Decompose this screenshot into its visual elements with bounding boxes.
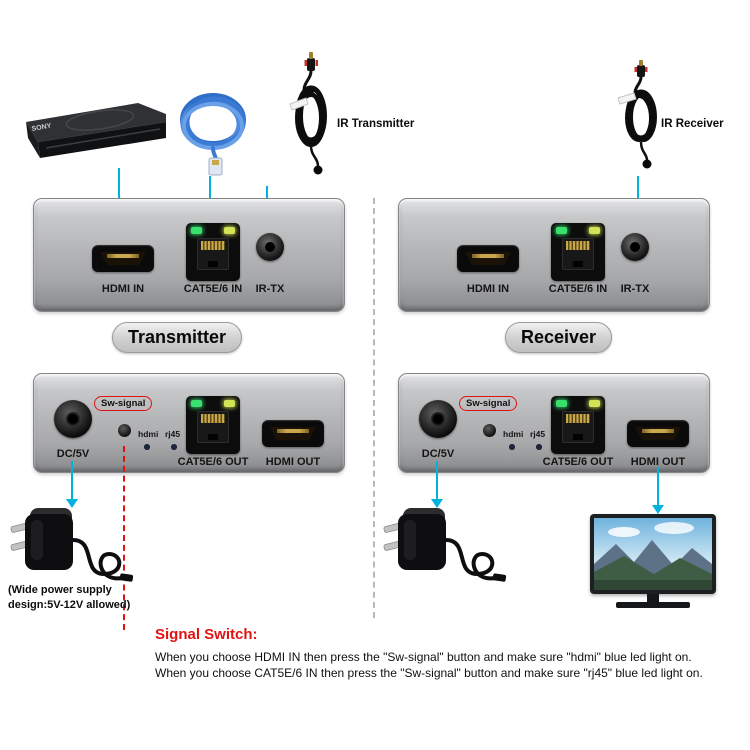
rj45-notch — [208, 261, 218, 267]
ir-tx-jack — [256, 233, 284, 261]
signal-switch-line2: When you choose CAT5E/6 IN then press th… — [155, 666, 703, 680]
cat5e6-in-label: CAT5E/6 IN — [183, 283, 243, 295]
rj45-amber-led — [589, 400, 600, 407]
rj45-amber-led — [224, 227, 235, 234]
rj45-notch — [573, 261, 583, 267]
center-divider — [373, 198, 375, 618]
rj45-slot — [197, 238, 229, 270]
power-note-line2: design:5V-12V allowed) — [8, 599, 131, 611]
cat5e6-out-port — [186, 396, 240, 454]
hdmi-led-label: hdmi — [138, 429, 159, 439]
cat5e6-in-port — [551, 223, 605, 281]
hdmi-pins — [277, 429, 309, 433]
rj45-slot — [562, 411, 594, 443]
receiver-output-panel: DC/5V Sw-signal hdmi rj45 CAT5E/6 OUT HD… — [398, 373, 710, 473]
sw-signal-button — [483, 424, 496, 437]
ir-transmitter-cable-icon — [282, 52, 340, 187]
ir-transmitter-label: IR Transmitter — [337, 118, 415, 130]
rj45-pins — [566, 414, 590, 423]
tv-display — [590, 514, 716, 594]
rj45-slot — [562, 238, 594, 270]
hdmi-in-port — [457, 245, 519, 272]
dc-power-jack — [419, 400, 457, 438]
hdmi-in-port — [92, 245, 154, 272]
arrowhead-dc-to-adapter-rx — [431, 499, 443, 508]
cat5e6-in-port — [186, 223, 240, 281]
power-note-line1: (Wide power supply — [8, 584, 112, 596]
hdmi-in-label: HDMI IN — [466, 283, 510, 295]
rj45-notch — [208, 434, 218, 440]
rj45-green-led — [556, 400, 567, 407]
ethernet-cable-icon — [176, 86, 250, 183]
rj45-green-led — [191, 400, 202, 407]
ir-receiver-cable-icon — [612, 60, 670, 177]
rj45-led-label: rj45 — [530, 429, 546, 439]
rj45-led — [171, 444, 177, 450]
ir-tx-label: IR-TX — [620, 283, 650, 295]
rj45-led — [536, 444, 542, 450]
tv-stand-base — [616, 602, 690, 608]
rj45-led-label: rj45 — [165, 429, 181, 439]
cat5e6-in-label: CAT5E/6 IN — [548, 283, 608, 295]
cat5e6-out-label: CAT5E/6 OUT — [542, 456, 614, 468]
hdmi-out-label: HDMI OUT — [265, 456, 321, 468]
hdmi-led-label: hdmi — [503, 429, 524, 439]
arrowhead-hdmiout-to-tv — [652, 505, 664, 514]
hdmi-led — [509, 444, 515, 450]
hdmi-out-port — [262, 420, 324, 447]
cat5e6-out-port — [551, 396, 605, 454]
cat5e6-out-label: CAT5E/6 OUT — [177, 456, 249, 468]
hdmi-out-label: HDMI OUT — [630, 456, 686, 468]
arrow-dc-to-adapter-tx — [71, 461, 73, 501]
arrowhead-dc-to-adapter-tx — [66, 499, 78, 508]
ir-tx-jack — [621, 233, 649, 261]
signal-switch-line1: When you choose HDMI IN then press the "… — [155, 650, 692, 664]
ir-receiver-label: IR Receiver — [661, 118, 724, 130]
hdmi-pins — [107, 254, 139, 258]
rj45-pins — [201, 241, 225, 250]
rj45-pins — [201, 414, 225, 423]
rj45-amber-led — [224, 400, 235, 407]
rj45-green-led — [556, 227, 567, 234]
hdmi-out-port — [627, 420, 689, 447]
sw-signal-callout: Sw-signal — [94, 396, 153, 411]
sw-signal-button — [118, 424, 131, 437]
power-adapter-rx — [383, 498, 513, 598]
dc-power-jack — [54, 400, 92, 438]
dvd-player: SONY — [20, 98, 170, 171]
transmitter-badge: Transmitter — [112, 322, 243, 353]
rj45-green-led — [191, 227, 202, 234]
rj45-amber-led — [589, 227, 600, 234]
tv-stand-neck — [647, 594, 659, 602]
power-adapter-tx — [10, 498, 140, 598]
transmitter-output-panel: DC/5V Sw-signal hdmi rj45 CAT5E/6 OUT HD… — [33, 373, 345, 473]
hdmi-led — [144, 444, 150, 450]
arrow-hdmiout-to-tv — [657, 467, 659, 507]
rj45-pins — [566, 241, 590, 250]
hdmi-pins — [642, 429, 674, 433]
hdmi-pins — [472, 254, 504, 258]
dc-label: DC/5V — [421, 448, 455, 460]
sw-signal-callout-line — [123, 446, 125, 630]
transmitter-input-panel: HDMI IN CAT5E/6 IN IR-TX — [33, 198, 345, 312]
sw-signal-callout: Sw-signal — [459, 396, 518, 411]
rj45-notch — [573, 434, 583, 440]
signal-switch-title: Signal Switch: — [155, 626, 258, 643]
arrow-dc-to-adapter-rx — [436, 461, 438, 501]
hdmi-in-label: HDMI IN — [101, 283, 145, 295]
ir-tx-label: IR-TX — [255, 283, 285, 295]
dvd-brand-label: SONY — [31, 123, 52, 133]
rj45-slot — [197, 411, 229, 443]
receiver-badge: Receiver — [505, 322, 613, 353]
tv-screen — [594, 518, 712, 590]
arrow-cable-to-cat-in — [209, 176, 211, 214]
dc-label: DC/5V — [56, 448, 90, 460]
receiver-input-panel: HDMI IN CAT5E/6 IN IR-TX — [398, 198, 710, 312]
